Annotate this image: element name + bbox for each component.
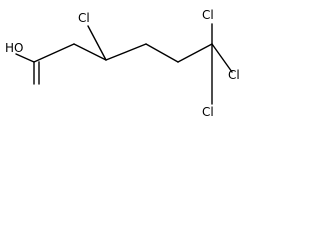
bond-c2-c3	[73, 43, 107, 61]
bond-c3-cl	[87, 25, 107, 61]
bond-c3-c4	[105, 43, 147, 61]
hydroxyl-label: HO	[5, 41, 23, 55]
structure-canvas: HO Cl Cl Cl Cl	[0, 0, 248, 125]
bond-c1-c2	[33, 43, 75, 63]
bond-c5-c6	[177, 43, 213, 63]
bond-c4-c5	[145, 43, 179, 63]
bond-o-c1	[15, 53, 35, 63]
bond-c6-cl-right	[211, 43, 233, 73]
chlorine-6-bottom-label: Cl	[202, 105, 214, 119]
chlorine-3-label: Cl	[78, 11, 90, 25]
chlorine-6-right-label: Cl	[228, 68, 240, 82]
molecule-structure: HO Cl Cl Cl Cl	[5, 8, 240, 119]
chlorine-6-top-label: Cl	[202, 8, 214, 22]
